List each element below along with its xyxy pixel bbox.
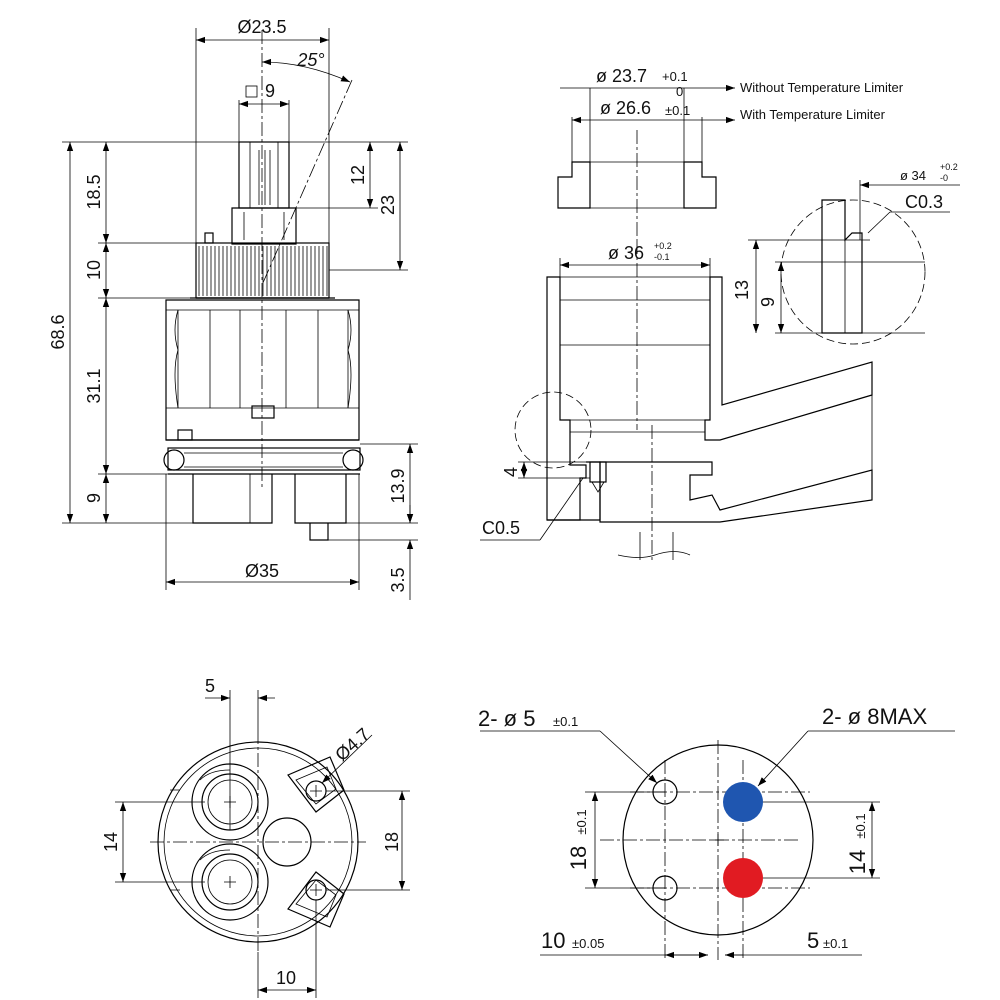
- pattern-dim-14-tol: ±0.1: [853, 813, 868, 838]
- large-holes-label: 2- ø 8MAX: [822, 704, 927, 729]
- bottom-dim-10-label: 10: [276, 968, 296, 988]
- pattern-dim-18-tol: ±0.1: [574, 809, 589, 834]
- d2-label: ø 26.6: [600, 98, 651, 118]
- dia-bottom-label: Ø35: [245, 561, 279, 581]
- detail-circle-bottom: [514, 391, 592, 469]
- bottom-dim-14-label: 14: [101, 832, 121, 852]
- section-height-9-label: 9: [758, 297, 778, 307]
- pattern-dim-10-tol: ±0.05: [572, 936, 604, 951]
- pattern-dim-5-tol: ±0.1: [823, 936, 848, 951]
- height-31-1-label: 31.1: [84, 368, 104, 403]
- detail-circle-top: [748, 180, 960, 345]
- stem: [204, 141, 297, 245]
- pattern-dim-10: 10: [541, 928, 565, 953]
- section-view: ø 23.7 +0.1 0 Without Temperature Limite…: [480, 66, 960, 560]
- pattern-dim-14: 14: [845, 850, 870, 874]
- height-13-label: 13: [732, 280, 752, 300]
- angle-line: [261, 79, 353, 286]
- d1-label: ø 23.7: [596, 66, 647, 86]
- chamfer-top-label: C0.3: [905, 192, 943, 212]
- height-18-5-label: 18.5: [84, 174, 104, 209]
- d4-label: ø 36: [608, 243, 644, 263]
- dia-top-label: Ø23.5: [237, 17, 286, 37]
- cold-port: [723, 782, 763, 822]
- d3-tol-upper: +0.2: [940, 162, 958, 172]
- d4-tol-upper: +0.2: [654, 241, 672, 251]
- height-12-label: 12: [348, 165, 368, 185]
- d1-tol-upper: +0.1: [662, 69, 688, 84]
- bottom-dim-18-label: 18: [382, 832, 402, 852]
- height-13-9-label: 13.9: [388, 468, 408, 503]
- side-view: Ø23.5 25° 9 68.6 18.5 10 31.1 9 12 23: [48, 17, 418, 600]
- d2-note: With Temperature Limiter: [740, 107, 886, 122]
- knurled-collar: [195, 242, 330, 299]
- bottom-dim-5-label: 5: [205, 676, 215, 696]
- housing-section: [546, 240, 873, 560]
- square-symbol: [245, 85, 258, 98]
- cartridge-body: [163, 297, 364, 541]
- hot-port: [723, 858, 763, 898]
- pattern-dim-18: 18: [566, 846, 591, 870]
- d2-tol: ±0.1: [665, 103, 690, 118]
- chamfer-bottom-label: C0.5: [482, 518, 520, 538]
- d3-label: ø 34: [900, 168, 926, 183]
- pattern-dim-5: 5: [807, 928, 819, 953]
- small-holes-tol: ±0.1: [553, 714, 578, 729]
- d4-tol-lower: -0.1: [654, 252, 670, 262]
- square-label: 9: [265, 81, 275, 101]
- total-height-label: 68.6: [48, 314, 68, 349]
- height-10-label: 10: [84, 260, 104, 280]
- hole-pattern-view: 2- ø 5 ±0.1 2- ø 8MAX 18 ±0.1 14 ±0.1 10…: [478, 704, 955, 960]
- small-holes-label: 2- ø 5: [478, 706, 535, 731]
- d1-note: Without Temperature Limiter: [740, 80, 904, 95]
- d1-tol-lower: 0: [676, 84, 683, 99]
- angle-label: 25°: [296, 50, 324, 70]
- height-9-label: 9: [84, 493, 104, 503]
- bottom-view: 5 Ø4.7 14 18 10: [101, 676, 410, 998]
- hole-dia-label: Ø4.7: [331, 724, 373, 765]
- height-3-5-label: 3.5: [388, 567, 408, 592]
- d3-tol-lower: -0: [940, 173, 948, 183]
- height-23-label: 23: [378, 195, 398, 215]
- height-4-label: 4: [501, 467, 521, 477]
